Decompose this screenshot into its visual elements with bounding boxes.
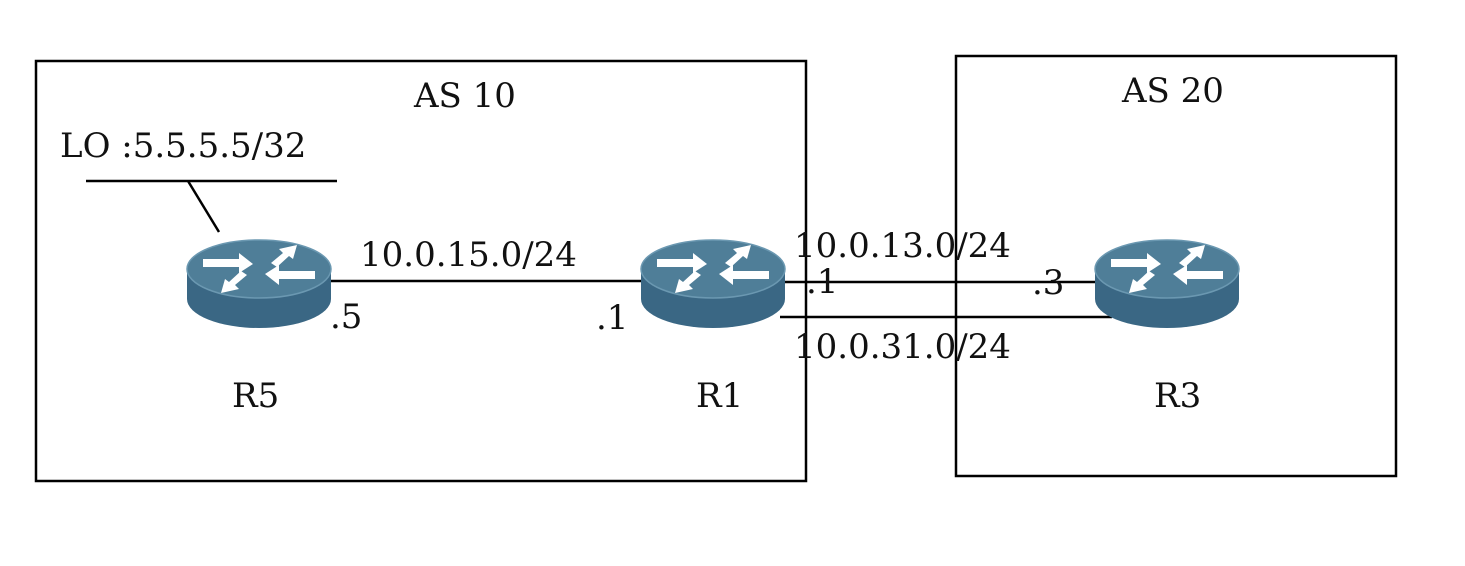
interface-r1-west: .1 [596, 298, 628, 338]
as10-label: AS 10 [413, 76, 516, 116]
as20-boundary [954, 54, 1398, 478]
router-label-r1: R1 [696, 376, 743, 416]
interface-r5: .5 [330, 297, 362, 337]
loopback-connector [186, 180, 221, 233]
network-label-r1-r3-top: 10.0.13.0/24 [794, 226, 1011, 266]
network-label-r1-r3-bottom: 10.0.31.0/24 [794, 327, 1011, 367]
router-label-r5: R5 [232, 376, 279, 416]
router-r1[interactable] [640, 239, 786, 329]
loopback-label: LO :5.5.5.5/32 [60, 126, 306, 166]
router-r5[interactable] [186, 239, 332, 329]
interface-r3: .3 [1032, 263, 1064, 303]
router-icon [640, 239, 786, 329]
as20-label: AS 20 [1121, 71, 1224, 111]
network-label-r5-r1: 10.0.15.0/24 [360, 235, 577, 275]
router-icon [186, 239, 332, 329]
router-label-r3: R3 [1154, 376, 1201, 416]
router-icon [1094, 239, 1240, 329]
interface-r1-east: .1 [806, 262, 838, 302]
as10-boundary [34, 59, 808, 483]
router-r3[interactable] [1094, 239, 1240, 329]
